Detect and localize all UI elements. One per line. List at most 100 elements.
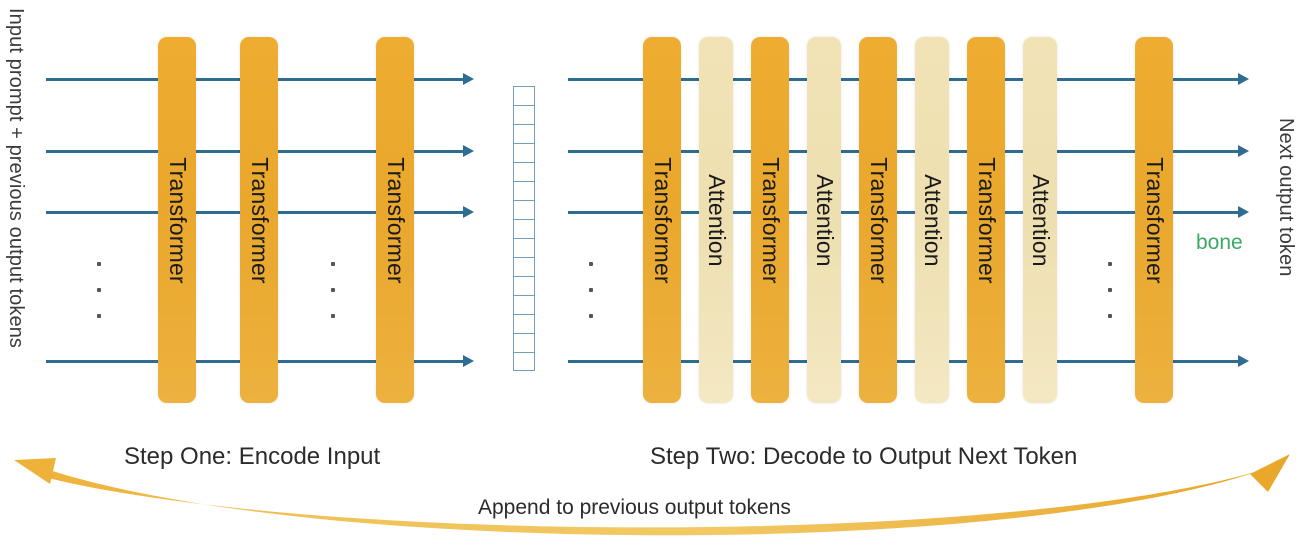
block-transformer-s1-1[interactable]: Transformer	[158, 37, 196, 403]
token-cell	[513, 124, 535, 143]
flow-line-s2-row3-seg3	[733, 211, 751, 214]
token-cell	[513, 276, 535, 295]
flow-line-s2-row1-seg6	[897, 78, 915, 81]
flow-arrow-s2-row3	[1238, 206, 1249, 218]
block-transformer-s2-2[interactable]: Transformer	[751, 37, 789, 403]
flow-arrow-s2-row2	[1238, 145, 1249, 157]
block-transformer-s1-3[interactable]: Transformer	[376, 37, 414, 403]
flow-line-row4-seg3	[278, 360, 376, 363]
flow-arrow-row1	[463, 73, 474, 85]
block-label: Attention	[703, 173, 730, 267]
flow-line-s2-row3-seg2	[681, 211, 699, 214]
block-attention-s2-3[interactable]: Attention	[915, 37, 949, 403]
block-transformer-s2-1[interactable]: Transformer	[643, 37, 681, 403]
ellipsis-step-one-right	[331, 262, 335, 318]
block-transformer-s1-2[interactable]: Transformer	[240, 37, 278, 403]
ellipsis-dot	[331, 262, 335, 266]
ellipsis-dot	[331, 288, 335, 292]
flow-line-row1-seg2	[196, 78, 244, 81]
flow-line-s2-row3-seg5	[841, 211, 859, 214]
flow-line-s2-row4-seg10	[1173, 360, 1240, 363]
block-label: Attention	[919, 173, 946, 267]
flow-line-row1-seg4	[414, 78, 465, 81]
flow-line-row2-seg2	[196, 150, 244, 153]
block-attention-s2-2[interactable]: Attention	[807, 37, 841, 403]
token-cell	[513, 143, 535, 162]
flow-line-s2-row1-seg8	[1005, 78, 1023, 81]
flow-line-row3-seg1	[46, 211, 166, 214]
flow-line-s2-row2-seg4	[789, 150, 807, 153]
flow-line-row4-seg1	[46, 360, 166, 363]
flow-line-row2-seg3	[278, 150, 376, 153]
flow-line-row1-seg3	[278, 78, 376, 81]
token-cell	[513, 314, 535, 333]
flow-line-s2-row1-seg9	[1057, 78, 1135, 81]
ellipsis-dot	[331, 314, 335, 318]
ellipsis-dot	[97, 314, 101, 318]
flow-line-s2-row2-seg6	[897, 150, 915, 153]
flow-line-s2-row4-seg8	[1005, 360, 1023, 363]
token-cell	[513, 200, 535, 219]
token-cell	[513, 238, 535, 257]
output-token-value: bone	[1196, 231, 1243, 254]
flow-line-s2-row2-seg5	[841, 150, 859, 153]
caption-step-two: Step Two: Decode to Output Next Token	[650, 443, 1078, 470]
block-transformer-s2-5[interactable]: Transformer	[1135, 37, 1173, 403]
flow-line-s2-row1-seg4	[789, 78, 807, 81]
flow-line-s2-row1-seg5	[841, 78, 859, 81]
flow-line-s2-row4-seg7	[949, 360, 967, 363]
flow-line-row2-seg1	[46, 150, 166, 153]
flow-line-s2-row4-seg6	[897, 360, 915, 363]
token-cell	[513, 86, 535, 105]
flow-arrow-row4	[463, 355, 474, 367]
flow-line-s2-row2-seg1	[568, 150, 643, 153]
flow-line-s2-row3-seg8	[1005, 211, 1023, 214]
block-label: Transformer	[382, 156, 409, 284]
block-label: Transformer	[1141, 156, 1168, 284]
token-cell	[513, 257, 535, 276]
flow-line-s2-row3-seg10	[1173, 211, 1240, 214]
flow-line-s2-row2-seg8	[1005, 150, 1023, 153]
flow-line-s2-row4-seg1	[568, 360, 643, 363]
flow-arrow-s2-row4	[1238, 355, 1249, 367]
flow-arrow-row3	[463, 206, 474, 218]
block-label: Attention	[811, 173, 838, 267]
flow-line-s2-row2-seg2	[681, 150, 699, 153]
token-cell	[513, 219, 535, 238]
block-attention-s2-1[interactable]: Attention	[699, 37, 733, 403]
token-cell	[513, 295, 535, 314]
flow-line-s2-row3-seg1	[568, 211, 643, 214]
caption-step-one: Step One: Encode Input	[124, 443, 381, 470]
ellipsis-dot	[589, 314, 593, 318]
flow-line-row3-seg3	[278, 211, 376, 214]
ellipsis-step-two-left	[589, 262, 593, 318]
flow-line-s2-row4-seg5	[841, 360, 859, 363]
flow-line-row3-seg2	[196, 211, 244, 214]
flow-arrow-row2	[463, 145, 474, 157]
ellipsis-step-one-left	[97, 262, 101, 318]
flow-line-row1-seg1	[46, 78, 166, 81]
flow-line-s2-row2-seg10	[1173, 150, 1240, 153]
block-attention-s2-4[interactable]: Attention	[1023, 37, 1057, 403]
ellipsis-dot	[97, 288, 101, 292]
block-transformer-s2-4[interactable]: Transformer	[967, 37, 1005, 403]
block-label: Transformer	[246, 156, 273, 284]
block-label: Transformer	[649, 156, 676, 284]
token-cell	[513, 333, 535, 352]
flow-line-row4-seg2	[196, 360, 244, 363]
token-cell	[513, 162, 535, 181]
block-label: Transformer	[865, 156, 892, 284]
ellipsis-step-two-right	[1108, 262, 1112, 318]
ellipsis-dot	[589, 288, 593, 292]
flow-line-row4-seg4	[414, 360, 465, 363]
token-cell	[513, 105, 535, 124]
flow-line-row3-seg4	[414, 211, 465, 214]
flow-line-s2-row4-seg9	[1057, 360, 1135, 363]
block-label: Transformer	[757, 156, 784, 284]
block-transformer-s2-3[interactable]: Transformer	[859, 37, 897, 403]
flow-line-s2-row3-seg9	[1057, 211, 1135, 214]
ellipsis-dot	[97, 262, 101, 266]
flow-line-row2-seg4	[414, 150, 465, 153]
token-cell	[513, 181, 535, 200]
